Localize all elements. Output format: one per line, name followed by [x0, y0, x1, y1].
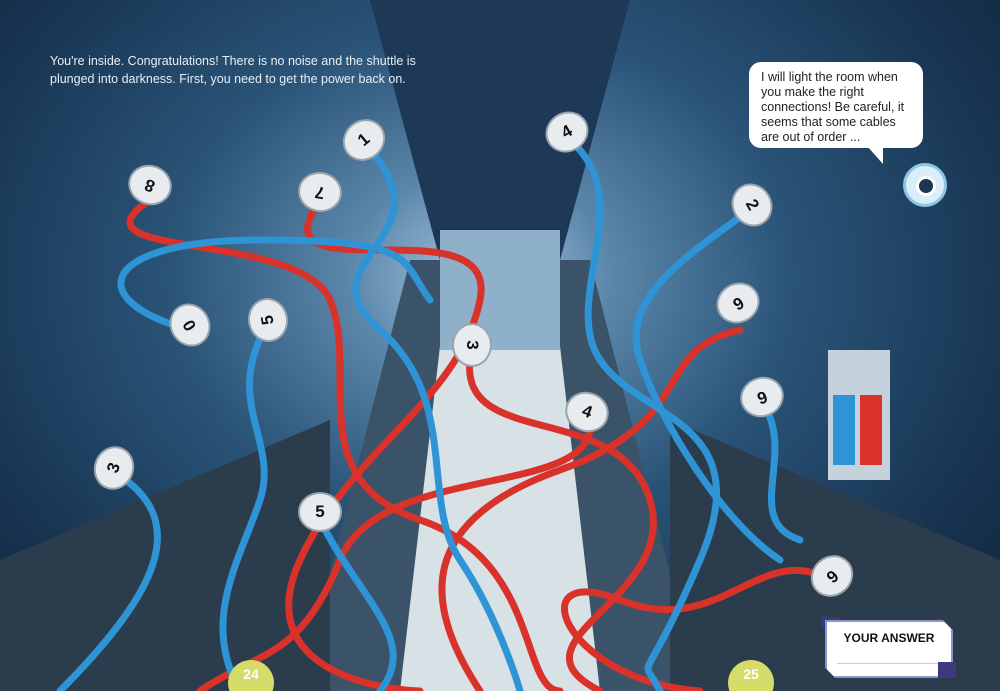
blue-cable — [566, 136, 720, 691]
blue-cable — [316, 516, 397, 691]
answer-label: YOUR ANSWER — [843, 631, 935, 645]
answer-line[interactable] — [837, 663, 941, 664]
page-number-right: 25 — [728, 660, 774, 691]
red-cable — [196, 416, 594, 691]
blue-cable — [56, 466, 161, 691]
blue-cable — [632, 206, 784, 564]
robot-speech-bubble: I will light the room when you make the … — [749, 62, 923, 164]
blue-cable — [219, 316, 274, 691]
plug: 5 — [298, 492, 342, 532]
answer-frame-corner — [938, 662, 956, 678]
intro-text: You're inside. Congratulations! There is… — [50, 54, 416, 86]
blue-cable — [352, 146, 524, 691]
blue-cable — [117, 236, 434, 334]
red-cable — [466, 356, 657, 691]
robot-icon — [903, 163, 947, 207]
red-cable — [438, 326, 744, 691]
page-number-left: 24 — [228, 660, 274, 691]
plug: 3 — [452, 323, 492, 367]
red-cable — [561, 566, 834, 691]
red-cable — [285, 196, 485, 691]
answer-box[interactable]: YOUR ANSWER — [825, 620, 953, 678]
blue-cable — [756, 396, 804, 544]
